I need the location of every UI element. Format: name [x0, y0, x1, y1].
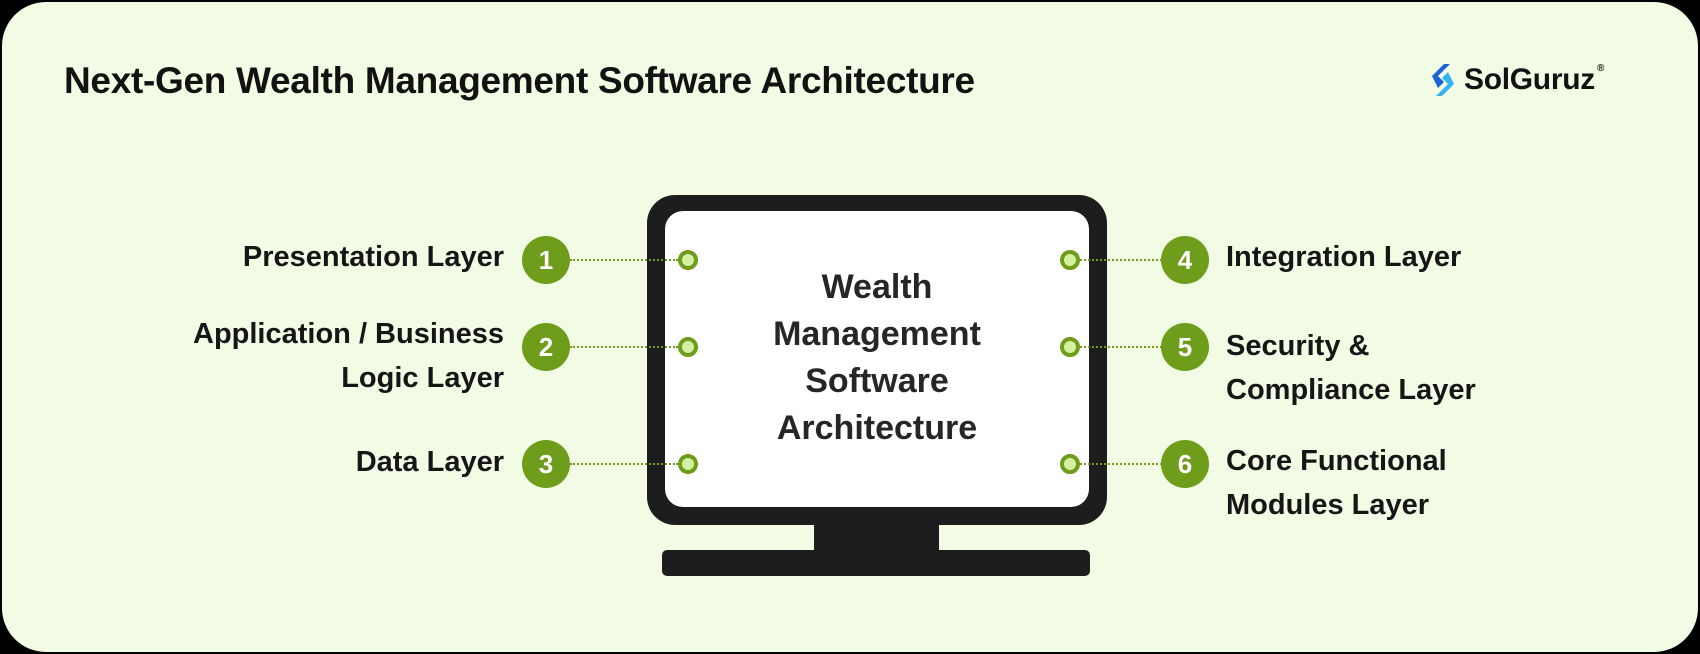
- monitor-neck: [814, 523, 939, 553]
- layer-number-1: 1: [522, 236, 570, 284]
- center-title-line: Software: [805, 362, 949, 400]
- layer-label-4: Integration Layer: [1226, 235, 1646, 279]
- monitor-frame: [647, 195, 1107, 525]
- connector-dot-6: [1060, 454, 1080, 474]
- center-title: Wealth Management Software Architecture: [647, 264, 1107, 452]
- layer-number-2: 2: [522, 323, 570, 371]
- layer-label-line: Compliance Layer: [1226, 374, 1476, 406]
- connector-dot-1: [678, 250, 698, 270]
- layer-label-1: Presentation Layer: [44, 235, 504, 279]
- connector-dot-2: [678, 337, 698, 357]
- monitor-base: [662, 550, 1090, 576]
- layer-label-2: Application / Business Logic Layer: [44, 312, 504, 400]
- connector-line-3: [570, 463, 678, 465]
- layer-number-3: 3: [522, 440, 570, 488]
- logo-wordmark: SolGuruz: [1464, 63, 1595, 96]
- layer-label-6: Core Functional Modules Layer: [1226, 439, 1646, 527]
- center-title-line: Architecture: [776, 409, 978, 447]
- connector-dot-5: [1060, 337, 1080, 357]
- layer-label-3: Data Layer: [44, 440, 504, 484]
- layer-label-line: Integration Layer: [1226, 241, 1462, 273]
- layer-label-line: Core Functional: [1226, 445, 1447, 477]
- layer-number-5: 5: [1161, 323, 1209, 371]
- connector-dot-4: [1060, 250, 1080, 270]
- center-title-line: Management: [773, 315, 981, 353]
- monitor-screen: [665, 211, 1089, 507]
- page-title: Next-Gen Wealth Management Software Arch…: [64, 60, 975, 101]
- registered-mark: ®: [1596, 62, 1605, 74]
- connector-line-2: [570, 346, 678, 348]
- layer-label-line: Presentation Layer: [242, 241, 504, 273]
- layer-label-line: Application / Business: [193, 318, 504, 350]
- connector-line-4: [1080, 259, 1162, 261]
- layer-label-line: Security &: [1226, 330, 1370, 362]
- connector-line-1: [570, 259, 678, 261]
- layer-label-line: Data Layer: [355, 446, 504, 478]
- layer-label-5: Security & Compliance Layer: [1226, 324, 1646, 412]
- layer-number-6: 6: [1161, 440, 1209, 488]
- connector-dot-3: [678, 454, 698, 474]
- layer-number-4: 4: [1161, 236, 1209, 284]
- connector-line-6: [1080, 463, 1162, 465]
- connector-line-5: [1080, 346, 1162, 348]
- center-title-line: Wealth: [821, 268, 933, 306]
- solguruz-logo-icon: [1432, 64, 1454, 96]
- brand-logo: SolGuruz ®: [1428, 54, 1604, 106]
- layer-label-line: Logic Layer: [341, 362, 504, 394]
- layer-label-line: Modules Layer: [1226, 489, 1430, 521]
